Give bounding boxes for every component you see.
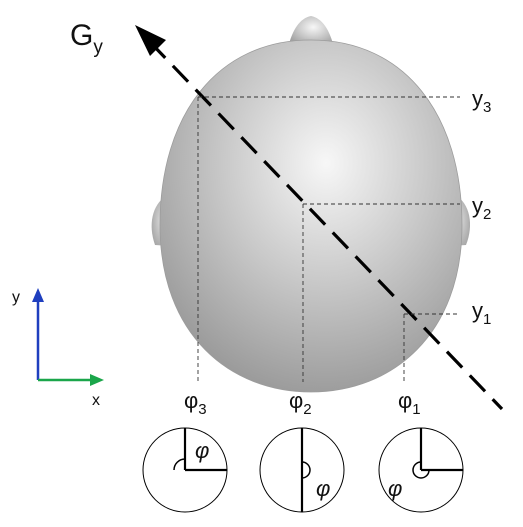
- gradient-label: Gy: [70, 19, 103, 58]
- label-phi1: φ1: [398, 388, 421, 418]
- gradient-arrowhead: [135, 25, 166, 56]
- y-axis-arrowhead: [32, 288, 44, 302]
- angle-label-180: φ: [316, 476, 330, 501]
- label-y2: y2: [472, 193, 491, 223]
- angle-label-270: φ: [388, 476, 402, 501]
- label-phi3: φ3: [184, 388, 207, 418]
- label-y1: y1: [472, 298, 491, 328]
- x-axis-arrowhead: [90, 374, 104, 386]
- gradient-dashed-line: [148, 40, 504, 411]
- y-axis-label: y: [12, 289, 20, 306]
- angle-circle-270: [378, 427, 464, 513]
- position-guides: [197, 96, 460, 382]
- angle-circle-90: [142, 427, 228, 513]
- x-axis-label: x: [92, 392, 100, 409]
- head-model: [151, 16, 471, 393]
- angle-label-90: φ: [195, 438, 209, 463]
- label-phi2: φ2: [289, 388, 312, 418]
- angle-circle-180: [259, 427, 345, 513]
- coordinate-axes: y x: [12, 288, 104, 409]
- head-outline: [159, 39, 463, 393]
- label-y3: y3: [472, 86, 491, 116]
- gradient-direction: [135, 25, 504, 411]
